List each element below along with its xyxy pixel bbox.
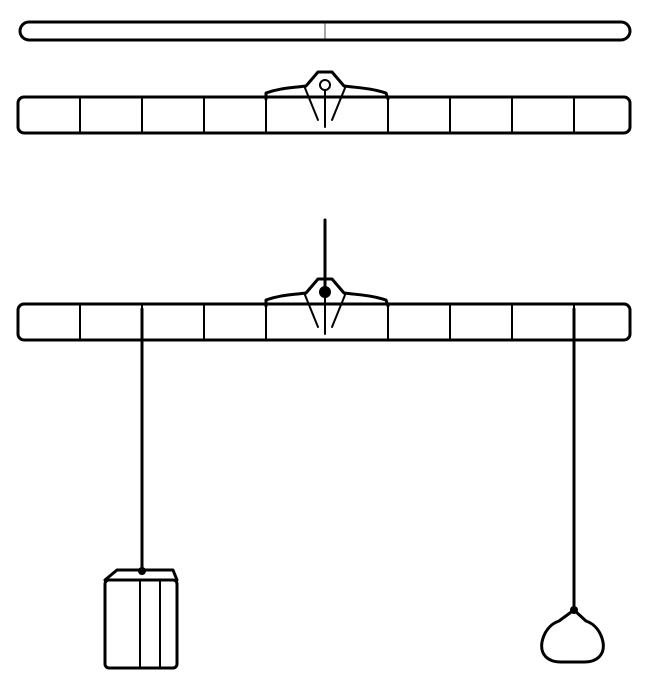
marked-lever-with-pivot bbox=[16, 70, 632, 135]
weight-bob bbox=[540, 606, 605, 664]
weight-block bbox=[103, 567, 179, 670]
lever-with-hanging-weights bbox=[16, 218, 632, 612]
plain-rod bbox=[18, 20, 632, 42]
pivot-point-icon bbox=[319, 286, 331, 298]
pivot-hole-icon bbox=[319, 79, 331, 91]
